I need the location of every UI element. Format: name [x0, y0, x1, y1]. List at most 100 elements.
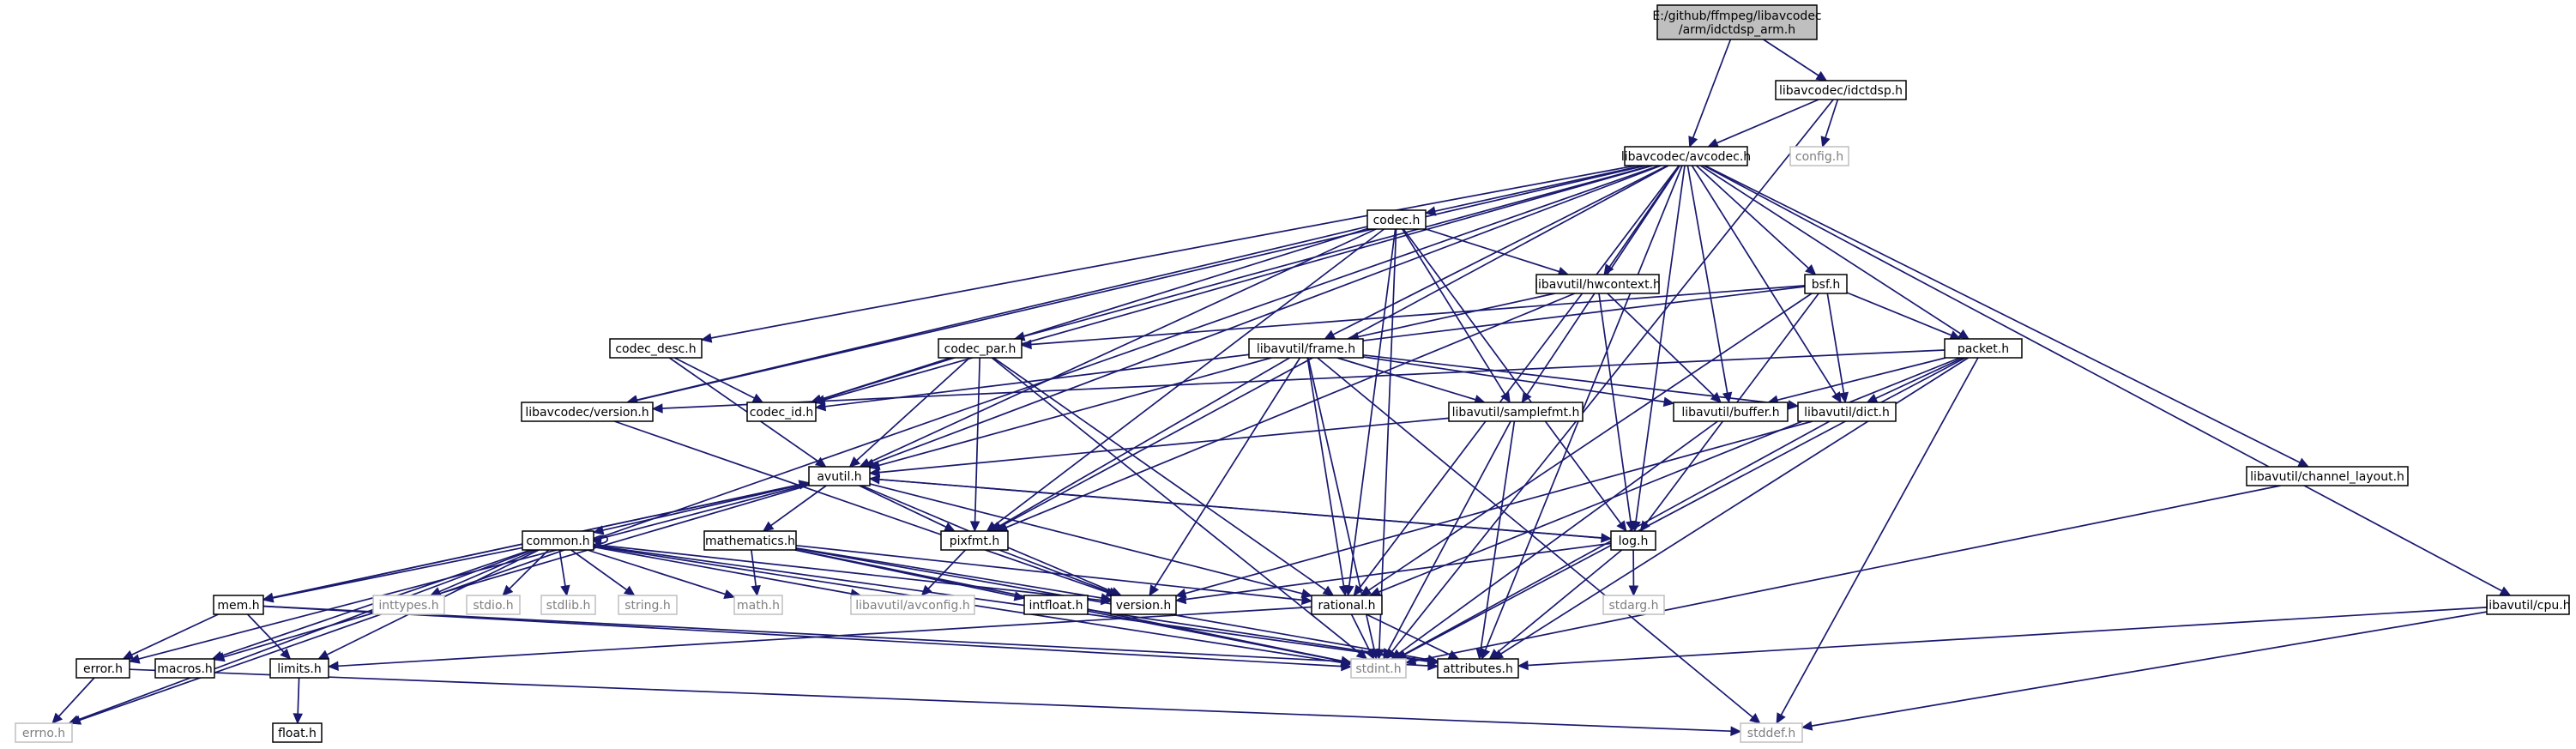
graph-edge-cpu-to-stddef [1801, 611, 2488, 731]
node-box [1437, 658, 1519, 679]
edge-line [1434, 165, 1644, 213]
graph-node-log[interactable]: log.h [1610, 530, 1656, 551]
graph-node-errno[interactable]: errno.h [15, 722, 73, 743]
graph-node-idctdsp[interactable]: libavcodec/idctdsp.h [1775, 80, 1907, 100]
graph-node-attributes[interactable]: attributes.h [1437, 658, 1519, 679]
graph-node-frame[interactable]: libavutil/frame.h [1248, 338, 1364, 359]
graph-node-buffer[interactable]: libavutil/buffer.h [1673, 402, 1789, 422]
graph-node-avconfig[interactable]: libavutil/avconfig.h [850, 595, 975, 615]
graph-node-channel_layout[interactable]: libavutil/channel_layout.h [2246, 466, 2409, 486]
graph-node-bsf[interactable]: bsf.h [1804, 274, 1848, 294]
node-label: stdint.h [1355, 662, 1401, 676]
graph-node-error[interactable]: error.h [75, 658, 130, 679]
edge-arrowhead [1500, 391, 1511, 404]
graph-node-codec[interactable]: codec.h [1366, 209, 1427, 230]
edge-arrowhead [814, 401, 827, 412]
graph-node-math[interactable]: math.h [733, 595, 783, 615]
graph-node-limits[interactable]: limits.h [269, 658, 329, 679]
edge-arrowhead [1815, 70, 1828, 82]
edge-line [1398, 420, 1718, 655]
edge-arrowhead [814, 456, 827, 468]
graph-node-stdarg[interactable]: stdarg.h [1602, 595, 1665, 615]
node-box [746, 402, 817, 422]
edge-line [823, 165, 1653, 401]
graph-node-common[interactable]: common.h [522, 530, 594, 551]
node-box [1789, 146, 1849, 166]
graph-node-mem[interactable]: mem.h [213, 595, 264, 615]
edge-line [991, 357, 1360, 654]
graph-node-inttypes[interactable]: inttypes.h [372, 595, 445, 615]
graph-edge-mathematics-to-math [751, 549, 761, 597]
graph-node-codec_id[interactable]: codec_id.h [746, 402, 817, 422]
edge-line [1185, 420, 1813, 595]
graph-node-string[interactable]: string.h [618, 595, 678, 615]
edge-arrowhead [1626, 520, 1636, 533]
edge-line [1362, 356, 1665, 403]
graph-edge-avcodec-to-codec_desc [700, 165, 1636, 343]
node-label: mem.h [217, 599, 259, 613]
graph-node-lavc_version[interactable]: libavcodec/version.h [521, 402, 654, 422]
graph-node-version[interactable]: version.h [1110, 595, 1177, 615]
graph-edge-avcodec-to-cpu [1703, 165, 2512, 596]
edge-line [998, 357, 1290, 528]
edge-line [1480, 420, 1516, 650]
graph-edge-mem-to-limits [246, 613, 292, 660]
node-layer: E:/github/ffmpeg/libavcodec/arm/idctdsp_… [15, 4, 2571, 743]
graph-edge-samplefmt-to-attributes [1475, 420, 1516, 661]
node-box [808, 466, 871, 486]
edge-arrowhead [1338, 584, 1349, 597]
graph-node-stdio[interactable]: stdio.h [466, 595, 521, 615]
node-label: avutil.h [817, 470, 861, 484]
edge-arrowhead [751, 393, 764, 403]
graph-node-float[interactable]: float.h [272, 722, 323, 743]
node-label: log.h [1619, 535, 1649, 548]
node-box [940, 530, 1009, 551]
graph-node-stddef[interactable]: stddef.h [1740, 722, 1803, 743]
edge-line [1005, 293, 1576, 529]
graph-edge-avcodec-to-buffer [1686, 165, 1733, 404]
edge-line [636, 165, 1646, 402]
graph-edge-hwcontext-to-log [1598, 293, 1636, 533]
graph-node-cpu[interactable]: libavutil/cpu.h [2485, 595, 2571, 615]
edge-line [868, 228, 1377, 464]
graph-node-macros[interactable]: macros.h [154, 658, 215, 679]
graph-node-intfloat[interactable]: intfloat.h [1023, 595, 1089, 615]
edge-arrowhead [429, 587, 442, 596]
edge-arrowhead [751, 584, 761, 597]
edge-arrowhead [1322, 585, 1335, 596]
edge-line [438, 549, 537, 593]
edge-line [795, 544, 1303, 601]
node-box [1775, 80, 1907, 100]
graph-edge-avutil-to-common [592, 482, 810, 535]
graph-node-samplefmt[interactable]: libavutil/samplefmt.h [1448, 402, 1584, 422]
graph-node-stdint[interactable]: stdint.h [1350, 658, 1407, 679]
graph-node-codec_desc[interactable]: codec_desc.h [609, 338, 703, 359]
graph-node-root[interactable]: E:/github/ffmpeg/libavcodec/arm/idctdsp_… [1652, 4, 1822, 40]
edge-line [1716, 99, 1819, 144]
edge-arrowhead [1340, 655, 1353, 667]
graph-node-stdlib[interactable]: stdlib.h [540, 595, 596, 615]
graph-node-pixfmt[interactable]: pixfmt.h [940, 530, 1009, 551]
graph-node-avcodec[interactable]: libavcodec/avcodec.h [1621, 146, 1751, 166]
node-box [1311, 595, 1383, 615]
graph-node-config[interactable]: config.h [1789, 146, 1849, 166]
graph-edge-common-to-math [587, 549, 736, 599]
node-box [372, 595, 445, 615]
node-label: stddef.h [1747, 727, 1795, 740]
graph-edge-error-to-errno [51, 677, 95, 724]
edge-arrowhead [560, 584, 570, 597]
graph-node-avutil[interactable]: avutil.h [808, 466, 871, 486]
graph-node-rational[interactable]: rational.h [1311, 595, 1383, 615]
node-label: libavutil/avconfig.h [855, 599, 969, 613]
graph-edge-common-to-inttypes [429, 549, 537, 596]
graph-node-dict[interactable]: libavutil/dict.h [1797, 402, 1897, 422]
graph-node-hwcontext[interactable]: libavutil/hwcontext.h [1535, 274, 1661, 294]
node-label: libavutil/cpu.h [2485, 599, 2570, 613]
graph-node-packet[interactable]: packet.h [1944, 338, 2023, 359]
graph-node-mathematics[interactable]: mathematics.h [703, 530, 797, 551]
node-box [269, 658, 329, 679]
graph-edge-common-to-errno [68, 549, 534, 725]
edge-line [587, 549, 726, 595]
graph-node-codec_par[interactable]: codec_par.h [938, 338, 1023, 359]
node-box [466, 595, 521, 615]
